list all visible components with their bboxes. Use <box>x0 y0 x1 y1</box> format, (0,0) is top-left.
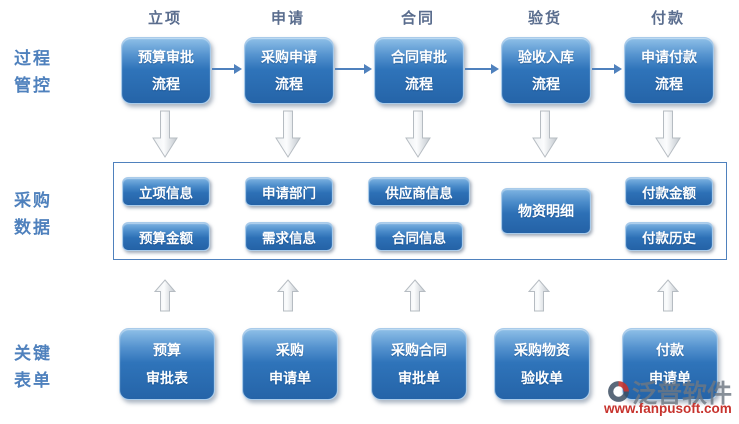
stage-header-inspection: 验货 <box>527 10 562 27</box>
process-box-line: 申请付款 <box>641 48 697 65</box>
form-box-purchase-request-form: 采购 申请单 <box>242 328 338 400</box>
data-column-initiation: 立项信息 预算金额 <box>101 163 231 259</box>
process-box-line: 流程 <box>405 75 433 92</box>
down-arrow-icon <box>655 110 681 158</box>
process-box-budget-approval: 预算审批 流程 <box>121 37 211 104</box>
data-column-request: 申请部门 需求信息 <box>224 163 354 259</box>
row-label-line: 管控 <box>14 76 52 95</box>
form-box-line: 采购合同 <box>391 342 447 358</box>
up-arrow-icon <box>154 279 176 312</box>
right-arrow-icon <box>465 64 499 74</box>
form-box-line: 付款 <box>656 342 684 358</box>
row-label-process-control: 过程 管控 <box>14 45 74 99</box>
form-box-budget-approval-form: 预算 审批表 <box>119 328 215 400</box>
form-box-payment-request-form: 付款 申请单 <box>622 328 718 400</box>
row-label-line: 关键 <box>14 344 52 363</box>
form-box-line: 预算 <box>153 342 181 358</box>
stage-header-initiation: 立项 <box>147 10 182 27</box>
row-label-line: 采购 <box>14 191 52 210</box>
down-arrow-icon <box>152 110 178 158</box>
data-column-payment: 付款金额 付款历史 <box>604 163 734 259</box>
stage-header-request: 申请 <box>270 10 305 27</box>
down-arrow-icon <box>405 110 431 158</box>
stage-header-contract: 合同 <box>400 10 435 27</box>
fanpu-logo-icon <box>608 381 629 402</box>
process-box-line: 合同审批 <box>391 48 447 65</box>
form-box-line: 审批单 <box>398 370 440 386</box>
process-box-line: 采购申请 <box>261 48 317 65</box>
data-item-payment-history: 付款历史 <box>625 222 713 251</box>
data-item-material-detail: 物资明细 <box>501 188 591 234</box>
data-column-inspection: 物资明细 <box>481 163 611 259</box>
form-box-line: 申请单 <box>269 370 311 386</box>
row-label-line: 表单 <box>14 371 52 390</box>
right-arrow-icon <box>212 64 242 74</box>
data-item-supplier-info: 供应商信息 <box>368 177 470 206</box>
process-box-line: 验收入库 <box>518 48 574 65</box>
process-box-receiving-warehousing: 验收入库 流程 <box>501 37 591 104</box>
process-box-contract-approval: 合同审批 流程 <box>374 37 464 104</box>
up-arrow-icon <box>657 279 679 312</box>
data-item-budget-amount: 预算金额 <box>122 222 210 251</box>
data-column-contract: 供应商信息 合同信息 <box>354 163 484 259</box>
up-arrow-icon <box>528 279 550 312</box>
form-box-line: 采购物资 <box>514 342 570 358</box>
form-box-material-receipt-form: 采购物资 验收单 <box>494 328 590 400</box>
down-arrow-icon <box>532 110 558 158</box>
down-arrow-icon <box>275 110 301 158</box>
data-item-demand-info: 需求信息 <box>245 222 333 251</box>
data-item-contract-info: 合同信息 <box>375 222 463 251</box>
form-box-line: 申请单 <box>649 370 691 386</box>
procurement-data-panel: 立项信息 预算金额 申请部门 需求信息 供应商信息 合同信息 物资明细 付款金额… <box>113 162 727 260</box>
form-box-contract-approval-form: 采购合同 审批单 <box>371 328 467 400</box>
data-item-request-department: 申请部门 <box>245 177 333 206</box>
data-item-payment-amount: 付款金额 <box>625 177 713 206</box>
stage-header-payment: 付款 <box>650 10 685 27</box>
process-box-line: 流程 <box>275 75 303 92</box>
form-box-line: 验收单 <box>521 370 563 386</box>
process-box-line: 流程 <box>655 75 683 92</box>
row-label-key-forms: 关键 表单 <box>14 340 74 394</box>
watermark-url-text: www.fanpusoft.com <box>604 401 732 416</box>
process-box-line: 流程 <box>532 75 560 92</box>
form-box-line: 审批表 <box>146 370 188 386</box>
process-box-purchase-request: 采购申请 流程 <box>244 37 334 104</box>
row-label-procurement-data: 采购 数据 <box>14 187 74 241</box>
up-arrow-icon <box>277 279 299 312</box>
row-label-line: 过程 <box>14 49 52 68</box>
up-arrow-icon <box>404 279 426 312</box>
process-box-line: 预算审批 <box>138 48 194 65</box>
watermark-brand-text: 泛普软件 <box>632 380 733 408</box>
process-box-payment-request: 申请付款 流程 <box>624 37 714 104</box>
right-arrow-icon <box>592 64 622 74</box>
right-arrow-icon <box>335 64 372 74</box>
row-label-line: 数据 <box>14 218 52 237</box>
data-item-project-info: 立项信息 <box>122 177 210 206</box>
form-box-line: 采购 <box>276 342 304 358</box>
process-box-line: 流程 <box>152 75 180 92</box>
